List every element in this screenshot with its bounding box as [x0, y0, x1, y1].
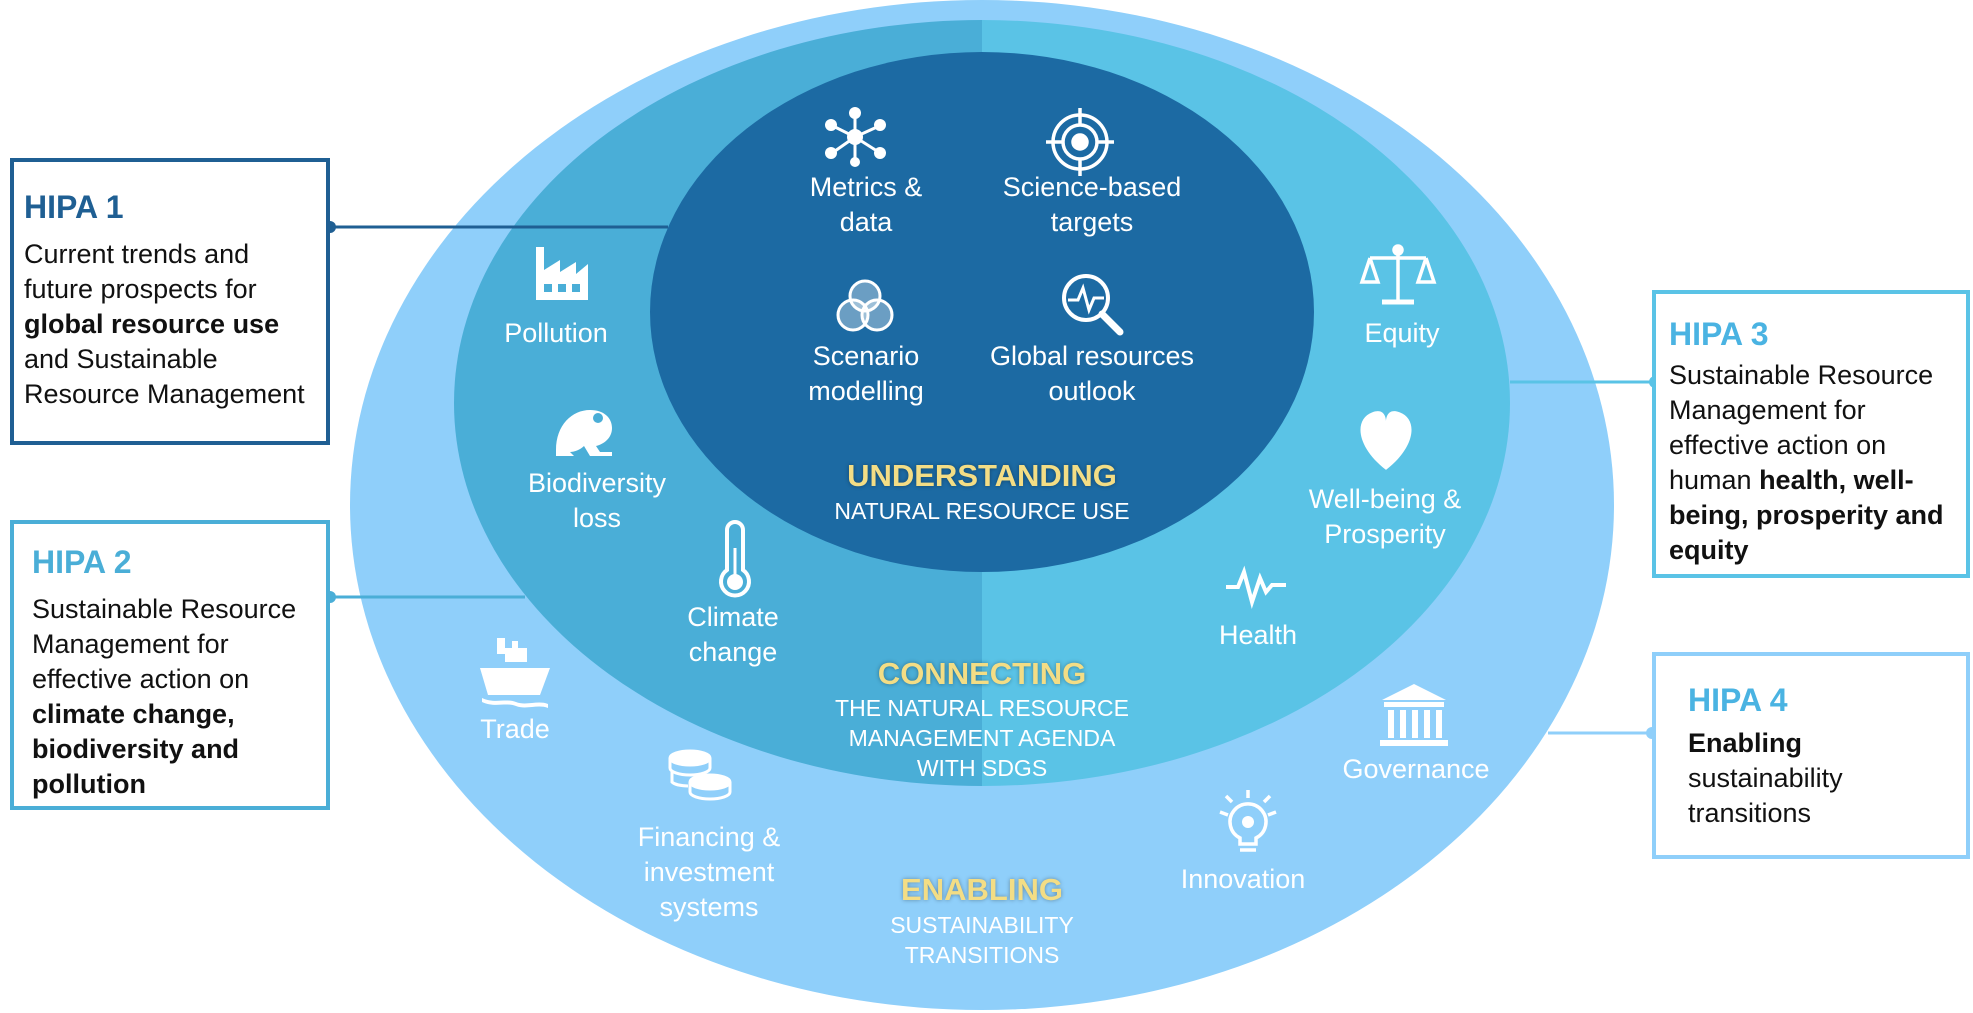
thermometer-icon: [719, 520, 751, 598]
hipa4-line: Enabling: [1688, 726, 1960, 761]
hipa-text: effective action on: [1669, 430, 1887, 460]
lightbulb-icon: [1219, 790, 1277, 852]
hipa4-line: sustainability: [1688, 761, 1960, 796]
hipa-bold-text: equity: [1669, 535, 1749, 565]
hipa-bold-text: biodiversity and: [32, 734, 240, 764]
connecting-title: CONNECTING: [877, 656, 1087, 691]
metrics-data-label: Metrics & data: [809, 172, 923, 237]
trade-label: Trade: [480, 714, 550, 744]
wellbeing-prosperity-label: Well-being & Prosperity: [1308, 484, 1462, 549]
hipa3-line: Management for: [1669, 393, 1960, 428]
hipa-bold-text: Enabling: [1688, 728, 1802, 758]
government-building-icon: [1380, 684, 1448, 746]
factory-icon: [536, 247, 588, 300]
hipa2-line: Sustainable Resource: [32, 592, 318, 627]
global-resources-outlook-label: Global resources outlook: [989, 341, 1195, 406]
hipa-text: transitions: [1688, 798, 1812, 828]
venn-icon: [836, 279, 894, 332]
hipa1-title: HIPA 1: [24, 189, 124, 225]
hipa-bold-text: climate change,: [32, 699, 235, 729]
network-icon: [825, 107, 886, 167]
hipa3-line: effective action on: [1669, 428, 1960, 463]
hipa3-line: equity: [1669, 533, 1960, 568]
understanding-core: [650, 52, 1314, 572]
hipa1-box: HIPA 1 Current trends and future prospect…: [10, 158, 330, 445]
understanding-title: UNDERSTANDING: [847, 458, 1117, 493]
hipa3-title: HIPA 3: [1669, 316, 1769, 352]
hipa-text: and Sustainable: [24, 344, 218, 374]
understanding-subtitle: NATURAL RESOURCE USE: [834, 498, 1130, 524]
coins-icon: [668, 749, 732, 801]
hipa4-line: transitions: [1688, 796, 1960, 831]
hipa1-line: future prospects for: [24, 272, 318, 307]
enabling-title: ENABLING: [901, 872, 1063, 907]
hipa-text: sustainability: [1688, 763, 1843, 793]
connecting-subtitle: THE NATURAL RESOURCE MANAGEMENT AGENDA W…: [835, 695, 1129, 781]
hipa-bold-text: health, well-: [1759, 465, 1914, 495]
hipa1-line: and Sustainable: [24, 342, 318, 377]
hipa-text: Management for: [1669, 395, 1866, 425]
hipa-text: Sustainable Resource: [1669, 360, 1934, 390]
hipa2-title: HIPA 2: [32, 544, 132, 580]
hipa-text: Management for: [32, 629, 229, 659]
hipa2-line: Management for: [32, 627, 318, 662]
hipa-text: future prospects for: [24, 274, 257, 304]
governance-label: Governance: [1342, 754, 1490, 784]
hipa-bold-text: global resource use: [24, 309, 280, 339]
equity-label: Equity: [1364, 318, 1440, 348]
health-label: Health: [1218, 620, 1298, 650]
hipa-text: effective action on: [32, 664, 250, 694]
hipa3-line: human health, well-: [1669, 463, 1960, 498]
hipa-text: Resource Management: [24, 379, 305, 409]
hipa2-line: pollution: [32, 767, 318, 802]
magnifier-pulse-icon: [1062, 274, 1124, 336]
hipa1-line: Resource Management: [24, 377, 318, 412]
enabling-subtitle: SUSTAINABILITY TRANSITIONS: [890, 912, 1074, 968]
hipa1-text: Current trends and future prospects for gl…: [24, 237, 318, 412]
heart-icon: [1360, 411, 1412, 470]
hipa1-line: Current trends and: [24, 237, 318, 272]
pulse-icon: [1226, 565, 1286, 609]
climate-change-label: Climate change: [687, 602, 779, 667]
hipa-bold-text: pollution: [32, 769, 146, 799]
hipa3-line: Sustainable Resource: [1669, 358, 1960, 393]
ship-icon: [480, 638, 550, 708]
pollution-label: Pollution: [504, 318, 608, 348]
hipa-bold-text: being, prosperity and: [1669, 500, 1944, 530]
target-icon: [1046, 108, 1114, 176]
hipa2-line: climate change,: [32, 697, 318, 732]
hipa4-box: HIPA 4 Enabling sustainability transitions: [1652, 652, 1970, 859]
hipa-text: Sustainable Resource: [32, 594, 297, 624]
scales-icon: [1359, 244, 1437, 305]
hipa1-line: global resource use: [24, 307, 318, 342]
financing-investment-label: Financing & investment systems: [637, 822, 781, 922]
science-based-targets-label: Science-based targets: [1002, 172, 1182, 237]
frog-icon: [556, 410, 612, 456]
hipa4-title: HIPA 4: [1688, 682, 1788, 718]
hipa4-text: Enabling sustainability transitions: [1688, 726, 1960, 831]
hipa3-line: being, prosperity and: [1669, 498, 1960, 533]
biodiversity-loss-label: Biodiversity loss: [527, 468, 667, 533]
innovation-label: Innovation: [1180, 864, 1306, 894]
hipa2-line: effective action on: [32, 662, 318, 697]
hipa-text: human: [1669, 465, 1760, 495]
scenario-modelling-label: Scenario modelling: [808, 341, 924, 406]
hipa-text: Current trends and: [24, 239, 250, 269]
hipa2-line: biodiversity and: [32, 732, 318, 767]
